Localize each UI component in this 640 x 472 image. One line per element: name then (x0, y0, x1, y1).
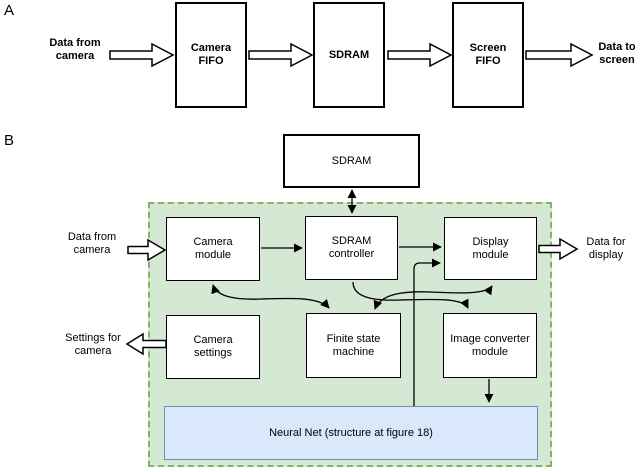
image-converter-module-box: Image converter module (443, 313, 537, 378)
label-a-data-from-camera: Data from camera (49, 37, 101, 62)
display-module-box: Display module (444, 217, 537, 280)
sdram-controller-box: SDRAM controller (305, 216, 398, 280)
label-a-data-to-screen: Data to screen (598, 41, 636, 66)
sdram-box-b: SDRAM (283, 134, 420, 188)
section-label-a: A (4, 2, 15, 19)
block-arrow-camerafifo-to-sdram (248, 42, 314, 68)
screen-fifo-box: Screen FIFO (452, 2, 524, 108)
label-b-data-for-display: Data for display (586, 236, 626, 261)
block-arrow-a-input (109, 42, 175, 68)
camera-module-box: Camera module (166, 217, 260, 281)
block-arrow-sdram-to-screenfifo (387, 42, 453, 68)
section-label-b: B (4, 132, 15, 149)
camera-fifo-box: Camera FIFO (175, 2, 247, 108)
label-b-settings-for-camera: Settings for camera (65, 332, 121, 357)
finite-state-machine-box: Finite state machine (306, 313, 401, 378)
label-b-data-from-camera: Data from camera (67, 231, 117, 256)
neural-net-box: Neural Net (structure at figure 18) (164, 406, 538, 460)
camera-settings-box: Camera settings (166, 315, 260, 379)
block-arrow-a-output (525, 42, 594, 68)
sdram-box-a: SDRAM (313, 2, 385, 108)
